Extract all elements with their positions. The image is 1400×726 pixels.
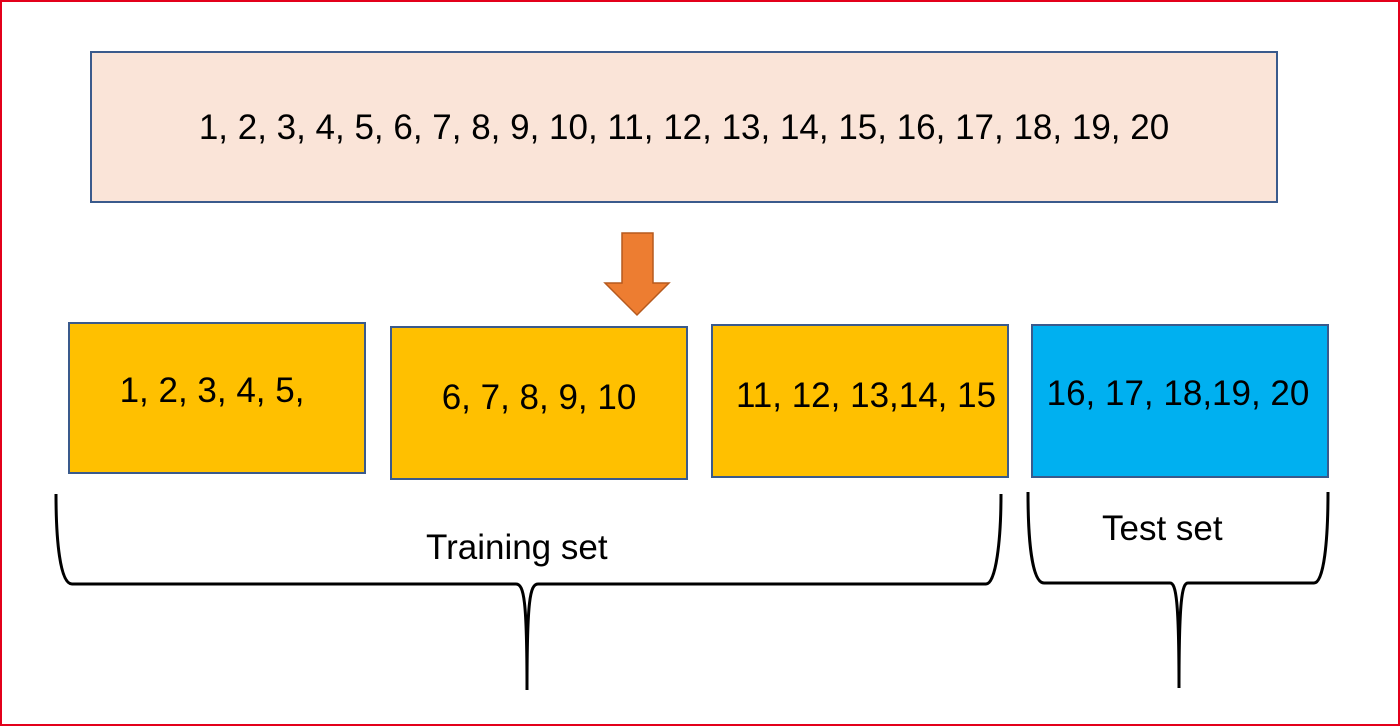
fold-1-box: 1, 2, 3, 4, 5, <box>68 322 366 474</box>
test-fold-text: 16, 17, 18,19, 20 <box>1046 373 1310 413</box>
full-dataset-text: 1, 2, 3, 4, 5, 6, 7, 8, 9, 10, 11, 12, 1… <box>198 107 1170 147</box>
test-set-brace <box>1026 491 1330 689</box>
test-set-label: Test set <box>1102 509 1223 548</box>
training-set-label: Training set <box>426 528 608 567</box>
fold-3-box: 11, 12, 13,14, 15 <box>711 324 1009 478</box>
fold-3-text: 11, 12, 13,14, 15 <box>735 375 997 415</box>
fold-2-text: 6, 7, 8, 9, 10 <box>441 377 637 417</box>
down-arrow-icon <box>603 232 671 317</box>
full-dataset-box: 1, 2, 3, 4, 5, 6, 7, 8, 9, 10, 11, 12, 1… <box>90 51 1278 203</box>
fold-2-box: 6, 7, 8, 9, 10 <box>390 326 688 480</box>
training-set-brace <box>54 493 1003 691</box>
fold-1-text: 1, 2, 3, 4, 5, <box>119 370 305 410</box>
test-fold-box: 16, 17, 18,19, 20 <box>1031 324 1329 478</box>
